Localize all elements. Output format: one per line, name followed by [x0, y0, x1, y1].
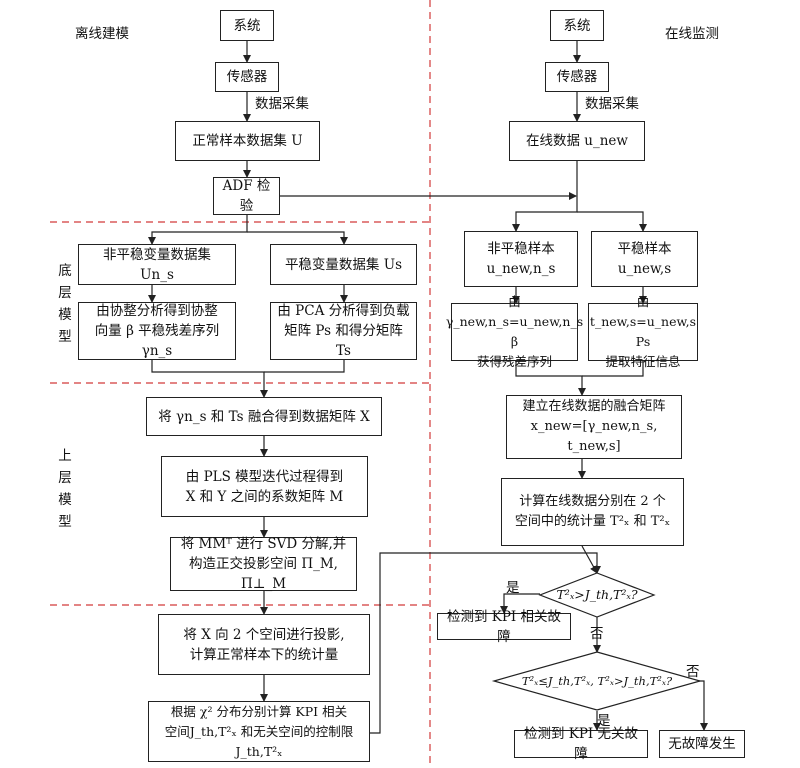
projection-line-2: 计算正常样本下的统计量	[189, 646, 339, 663]
residual-box: 由 γ_new,n_s=u_new,n_s β 获得残差序列	[446, 294, 583, 369]
no-label-1: 否	[590, 626, 604, 642]
stationary-sample-box: 平稳样本 u_new,s	[591, 231, 698, 287]
top-model-label: 上层模型	[58, 448, 72, 530]
online-data-box: 在线数据 u_new	[509, 121, 645, 161]
normal-dataset-box: 正常样本数据集 U	[175, 121, 320, 161]
no-fault-text: 无故障发生	[668, 736, 736, 752]
online-system-box: 系统	[550, 10, 604, 41]
fusion-text: 将 γn_s 和 Ts 融合得到数据矩阵 X	[158, 408, 370, 425]
control-limit-box: 根据 χ² 分布分别计算 KPI 相关空间J_th,T²ₓ 和无关空间的控制限 …	[148, 701, 370, 762]
pca-line-2: 矩阵 Ps 和得分矩阵 Ts	[284, 323, 403, 359]
online-stats-line-1: 计算在线数据分别在 2 个	[519, 494, 666, 509]
nonstationary-sample-box: 非平稳样本 u_new,n_s	[464, 231, 578, 287]
no-fault-box: 无故障发生	[659, 730, 745, 758]
cointegration-line-2: 向量 β 平稳残差序列 γn_s	[94, 323, 220, 359]
residual-line-1: 由 γ_new,n_s=u_new,n_s β	[445, 294, 584, 349]
no-label-2: 否	[686, 664, 700, 680]
projection-line-1: 将 X 向 2 个空间进行投影,	[183, 626, 345, 643]
decision-1-text: T²ₓ>J_th,T²ₓ?	[556, 587, 638, 602]
control-limit-line-1: 根据 χ² 分布分别计算 KPI 相关	[170, 703, 348, 719]
pca-line-1: 由 PCA 分析得到负载	[277, 303, 410, 319]
yes-label-2: 是	[597, 713, 611, 729]
kpi-related-fault-text: 检测到 KPI 相关故障	[446, 608, 562, 645]
svd-box: 将 MMᵀ 进行 SVD 分解,并构造正交投影空间 Π_M, Π⊥_M	[170, 536, 357, 592]
offline-title: 离线建模	[75, 26, 129, 42]
feature-line-2: 提取特征信息	[605, 354, 681, 369]
svd-line-1: 将 MMᵀ 进行 SVD 分解,并	[180, 536, 347, 552]
online-sensor-text: 传感器	[556, 69, 598, 85]
yes-label-1: 是	[506, 580, 520, 596]
kpi-related-fault-box: 检测到 KPI 相关故障	[437, 609, 571, 645]
bottom-model-label: 底层模型	[58, 263, 72, 345]
normal-dataset-text: 正常样本数据集 U	[192, 133, 303, 149]
svd-line-2: 构造正交投影空间 Π_M, Π⊥_M	[189, 556, 338, 592]
pls-line-2: X 和 Y 之间的系数矩阵 M	[185, 488, 344, 505]
online-fusion-line-1: 建立在线数据的融合矩阵	[522, 399, 666, 414]
projection-box: 将 X 向 2 个空间进行投影, 计算正常样本下的统计量	[158, 614, 370, 675]
offline-sensor-box: 传感器	[215, 62, 279, 92]
fusion-box: 将 γn_s 和 Ts 融合得到数据矩阵 X	[146, 397, 382, 436]
nonstationary-sample-text: 非平稳样本 u_new,n_s	[486, 241, 556, 277]
pls-line-1: 由 PLS 模型迭代过程得到	[185, 468, 344, 485]
pls-box: 由 PLS 模型迭代过程得到 X 和 Y 之间的系数矩阵 M	[161, 456, 368, 517]
offline-data-collect-label: 数据采集	[255, 96, 309, 112]
cointegration-line-1: 由协整分析得到协整	[96, 303, 218, 319]
offline-sensor-text: 传感器	[226, 69, 268, 85]
feature-box: 由 t_new,s=u_new,s Ps 提取特征信息	[588, 294, 698, 369]
decision-2-text: T²ₓ≤J_th,T²ₓ, T²ₓ>J_th,T²ₓ?	[521, 674, 673, 688]
offline-system-box: 系统	[220, 10, 274, 41]
feature-line-1: 由 t_new,s=u_new,s Ps	[589, 294, 697, 349]
adf-test-box: ADF 检验	[213, 177, 280, 215]
kpi-unrelated-fault-box: 检测到 KPI 无关故障	[514, 726, 648, 762]
adf-test-text: ADF 检验	[222, 178, 271, 214]
offline-system-text: 系统	[233, 17, 261, 34]
online-data-collect-label: 数据采集	[585, 96, 639, 112]
stationary-sample-text: 平稳样本 u_new,s	[617, 241, 672, 277]
stationary-set-box: 平稳变量数据集 Us	[270, 244, 417, 285]
stationary-set-text: 平稳变量数据集 Us	[284, 256, 403, 273]
online-stats-line-2: 空间中的统计量 T²ₓ 和 T²ₓ	[514, 514, 671, 529]
online-fusion-line-2: x_new=[γ_new,n_s, t_new,s]	[530, 419, 658, 454]
online-data-text: 在线数据 u_new	[526, 133, 628, 149]
online-sensor-box: 传感器	[545, 62, 609, 92]
nonstationary-set-box: 非平稳变量数据集 Un_s	[78, 244, 236, 285]
pca-box: 由 PCA 分析得到负载矩阵 Ps 和得分矩阵 Ts	[270, 302, 417, 360]
kpi-unrelated-fault-text: 检测到 KPI 无关故障	[523, 726, 639, 762]
online-system-text: 系统	[563, 17, 591, 34]
online-fusion-box: 建立在线数据的融合矩阵 x_new=[γ_new,n_s, t_new,s]	[506, 395, 682, 459]
nonstationary-set-text: 非平稳变量数据集 Un_s	[103, 246, 211, 283]
online-title: 在线监测	[665, 26, 719, 42]
online-stats-box: 计算在线数据分别在 2 个空间中的统计量 T²ₓ 和 T²ₓ	[501, 478, 684, 546]
decision-diamond-2	[491, 651, 703, 711]
residual-line-2: 获得残差序列	[477, 354, 553, 369]
cointegration-box: 由协整分析得到协整向量 β 平稳残差序列 γn_s	[78, 302, 236, 360]
decision-diamond-1	[538, 572, 656, 618]
control-limit-line-2: 空间J_th,T²ₓ 和无关空间的控制限 J_th,T²ₓ	[164, 723, 354, 759]
